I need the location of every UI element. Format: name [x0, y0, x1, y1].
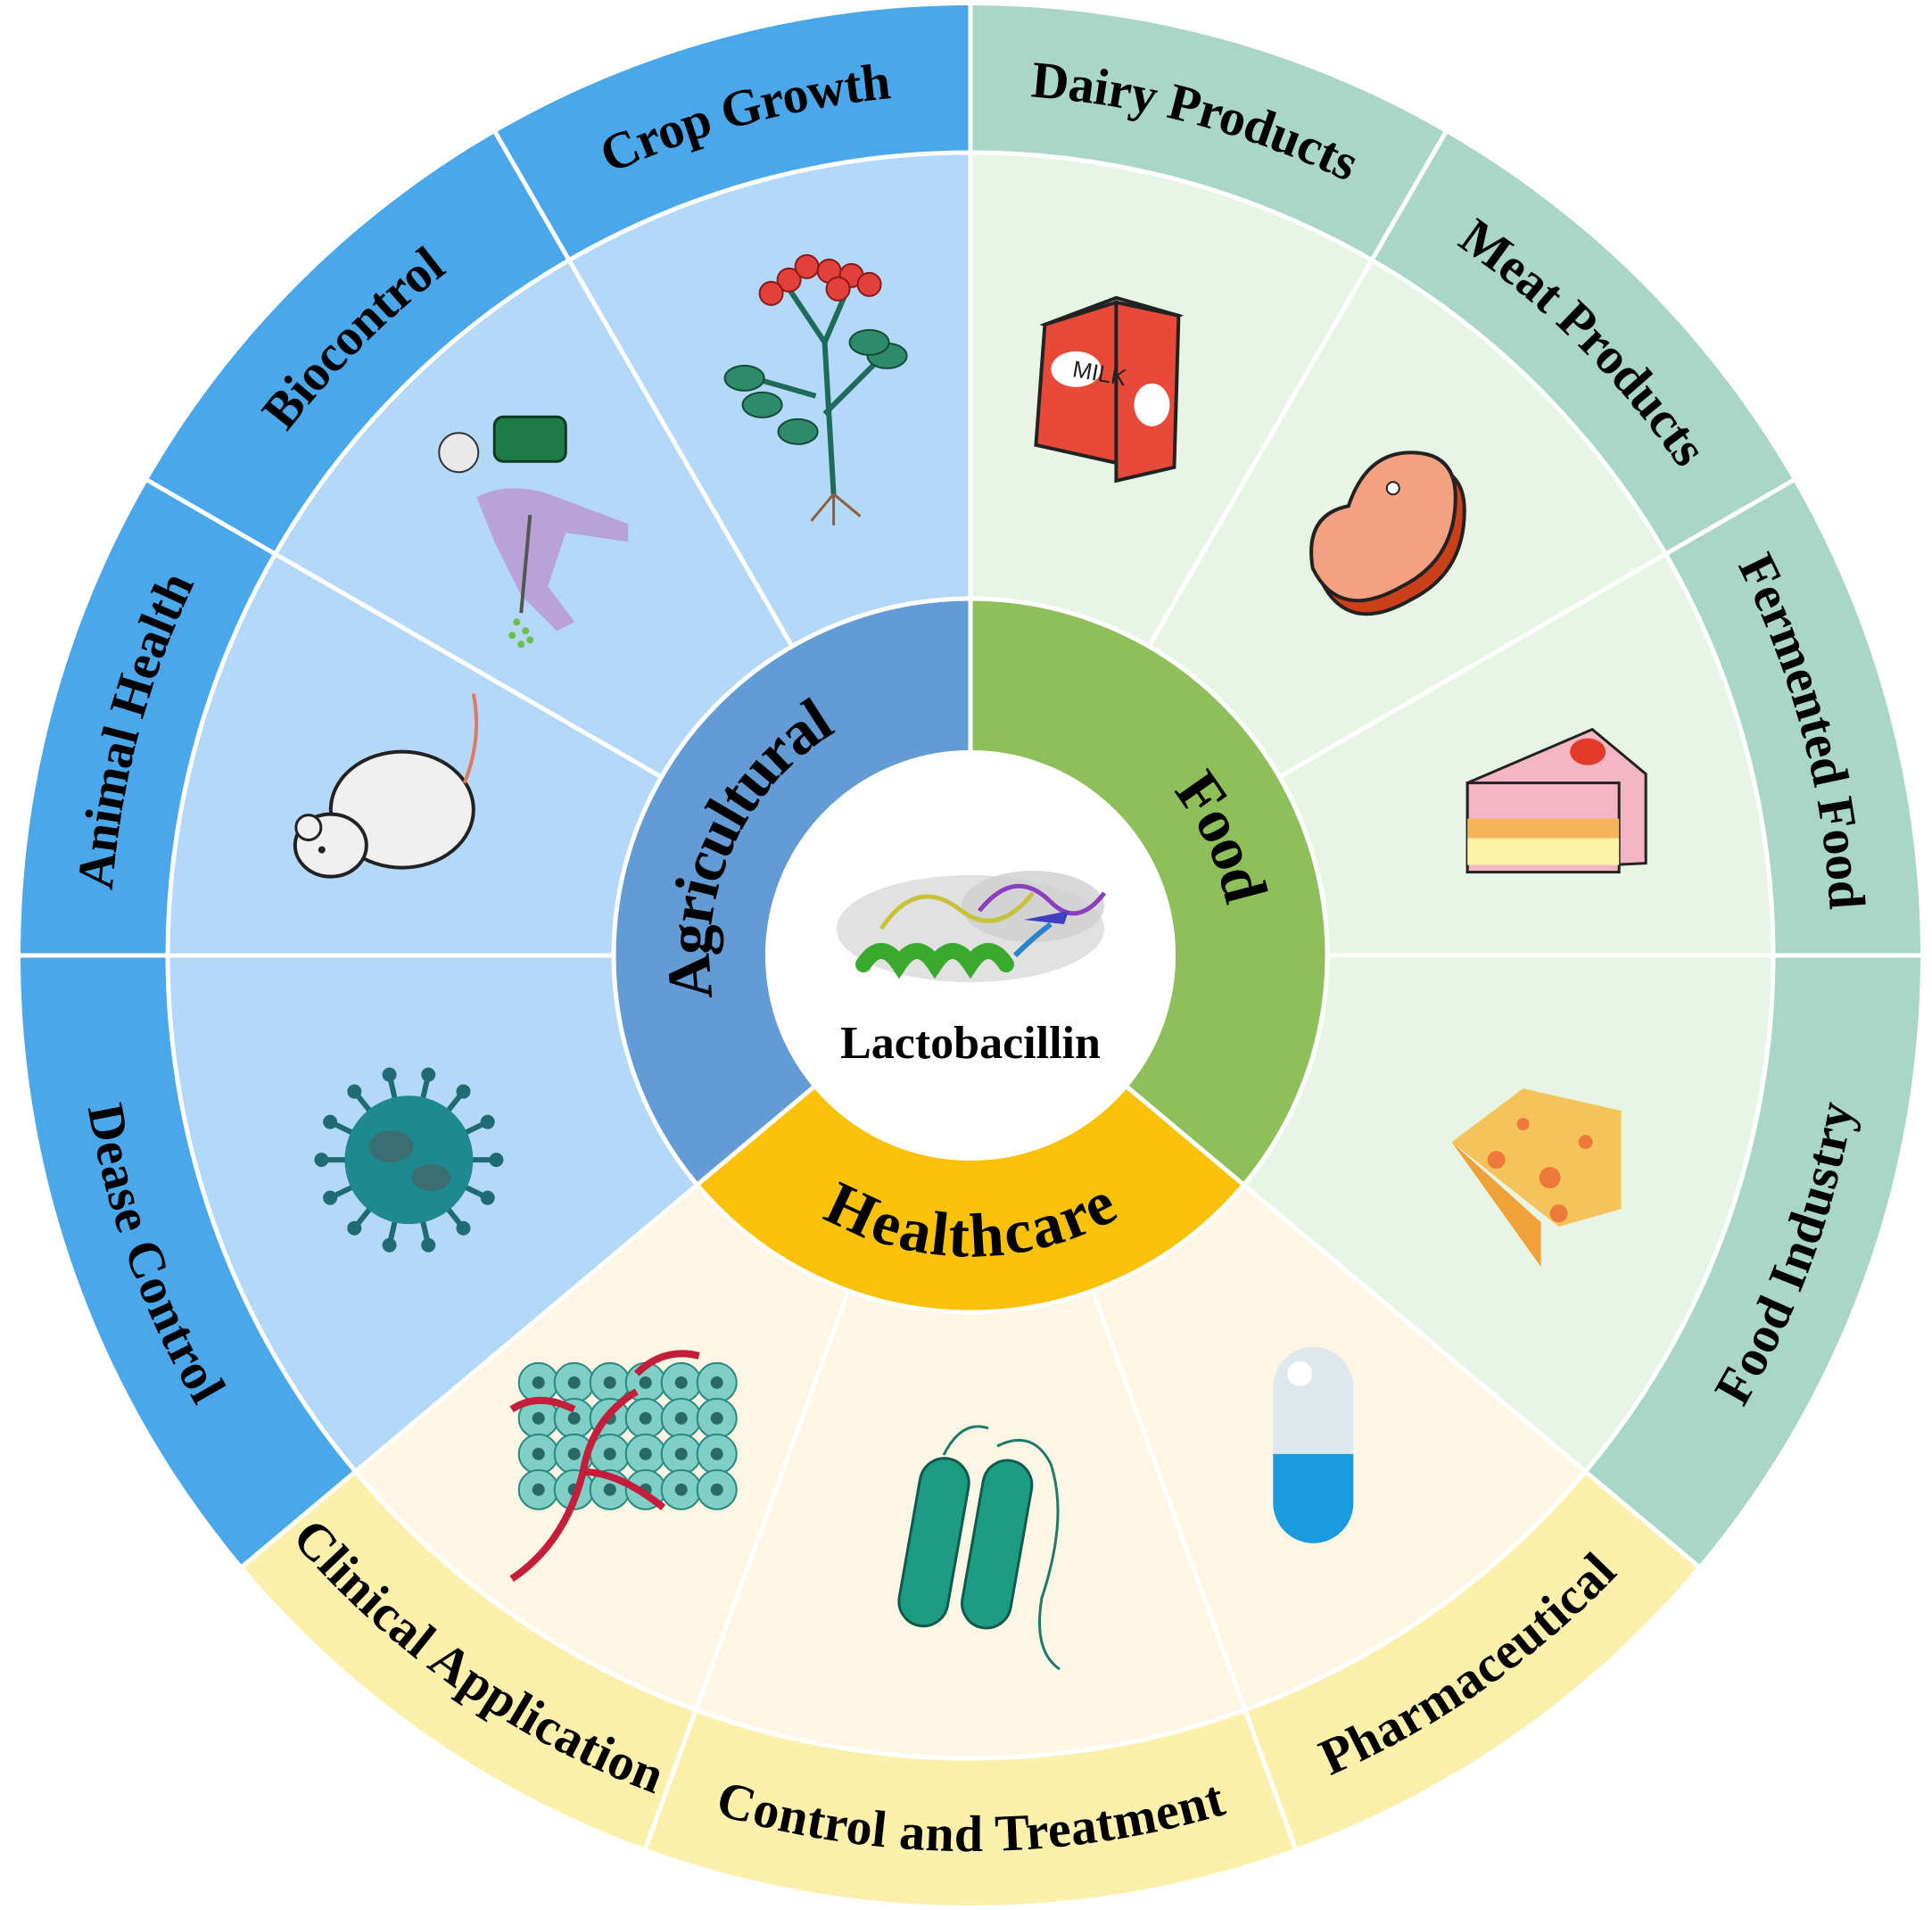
category-divider [1126, 1085, 1246, 1187]
category-segment-food [970, 599, 1327, 1186]
tumor-cells-icon [509, 1350, 738, 1583]
category-segment-agricultural [614, 599, 970, 1186]
steak-icon [1309, 451, 1466, 616]
plant-icon [723, 253, 908, 525]
cake-icon [1466, 727, 1647, 874]
center-label: Lactobacillin [840, 1018, 1101, 1069]
milk-carton-icon: MILK [1034, 295, 1184, 484]
ring-border [165, 150, 1776, 1761]
segment-divider [1242, 1183, 1703, 1571]
cheese-icon [1451, 1088, 1622, 1268]
capsule-icon [1273, 1346, 1354, 1543]
inner-ring-region [355, 1185, 1586, 1758]
mouse-icon [293, 693, 479, 879]
outer-ring-region [20, 5, 971, 1567]
bacteria-icon [897, 1425, 1061, 1671]
category-segment-healthcare [697, 1087, 1244, 1312]
outer-ring-region [970, 5, 1920, 1567]
segment-divider [238, 1183, 699, 1571]
segment-divider [1146, 128, 1449, 648]
sprayer-icon [438, 415, 629, 649]
segment-divider [642, 1290, 851, 1853]
segment-divider [143, 476, 663, 780]
segment-divider [1278, 476, 1798, 780]
category-divider [695, 1085, 815, 1187]
protein-structure-icon [837, 871, 1106, 982]
segment-divider [1090, 1290, 1299, 1853]
outer-ring-region [243, 1471, 1698, 1906]
ring-border [611, 596, 1330, 1315]
virus-icon [314, 1067, 504, 1253]
segment-divider [491, 128, 795, 648]
